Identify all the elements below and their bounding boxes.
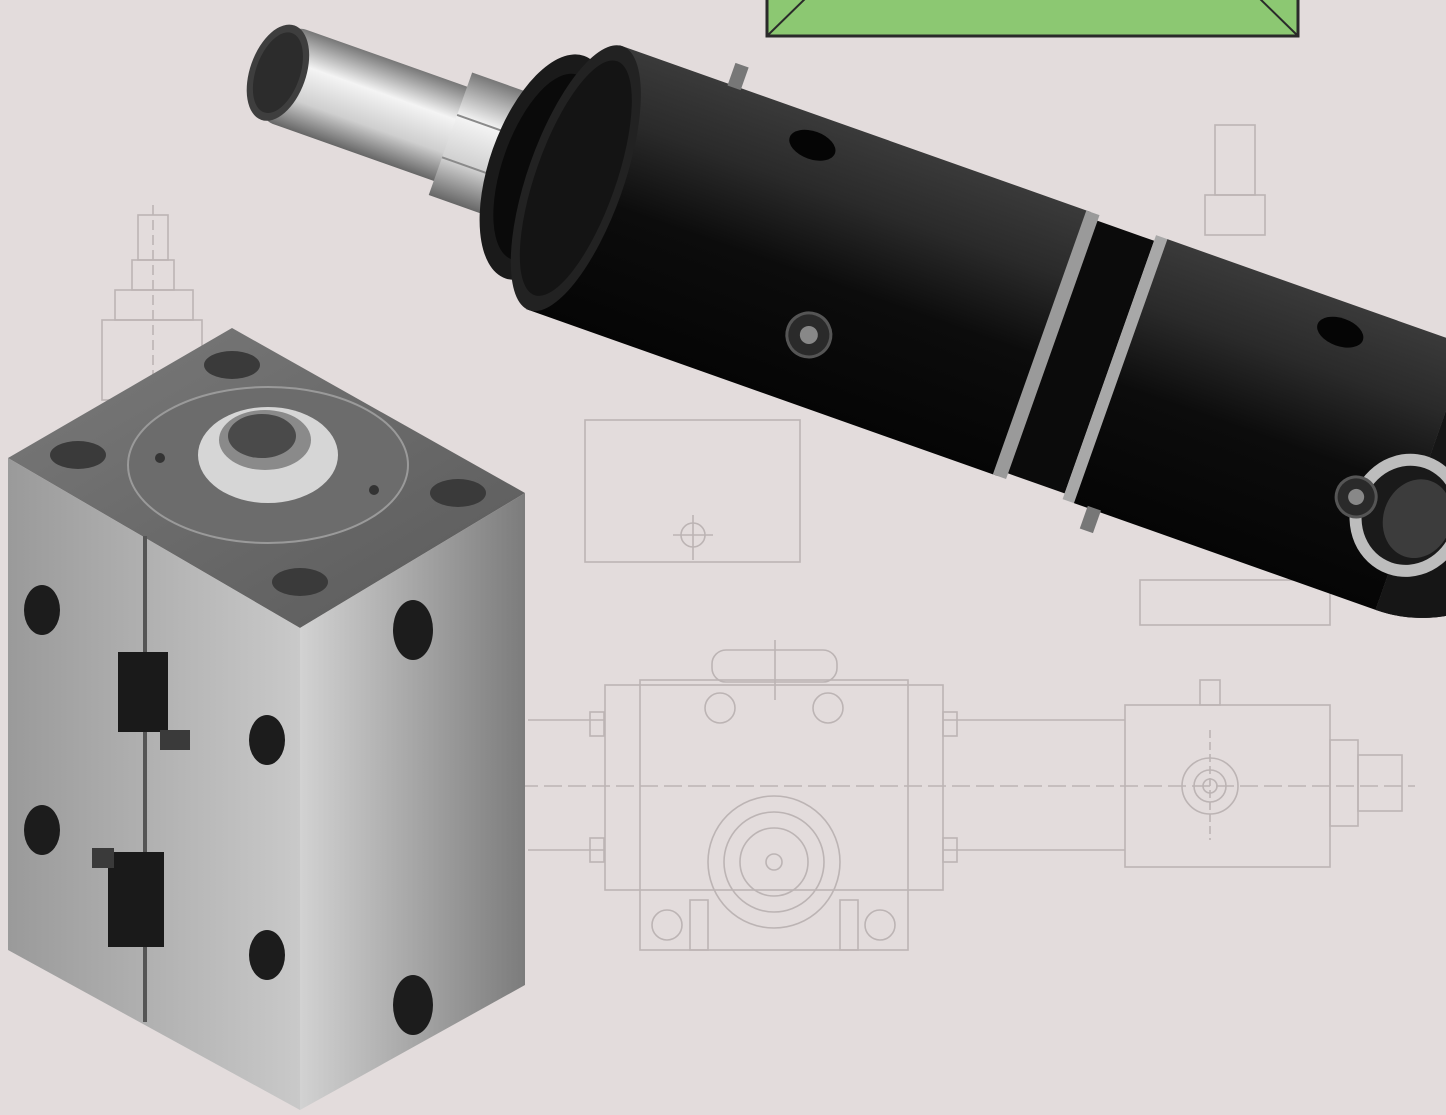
- green-banner: [765, 0, 1300, 38]
- hydraulic-cylinder: [246, 24, 1446, 618]
- block-cylinder: [8, 328, 525, 1110]
